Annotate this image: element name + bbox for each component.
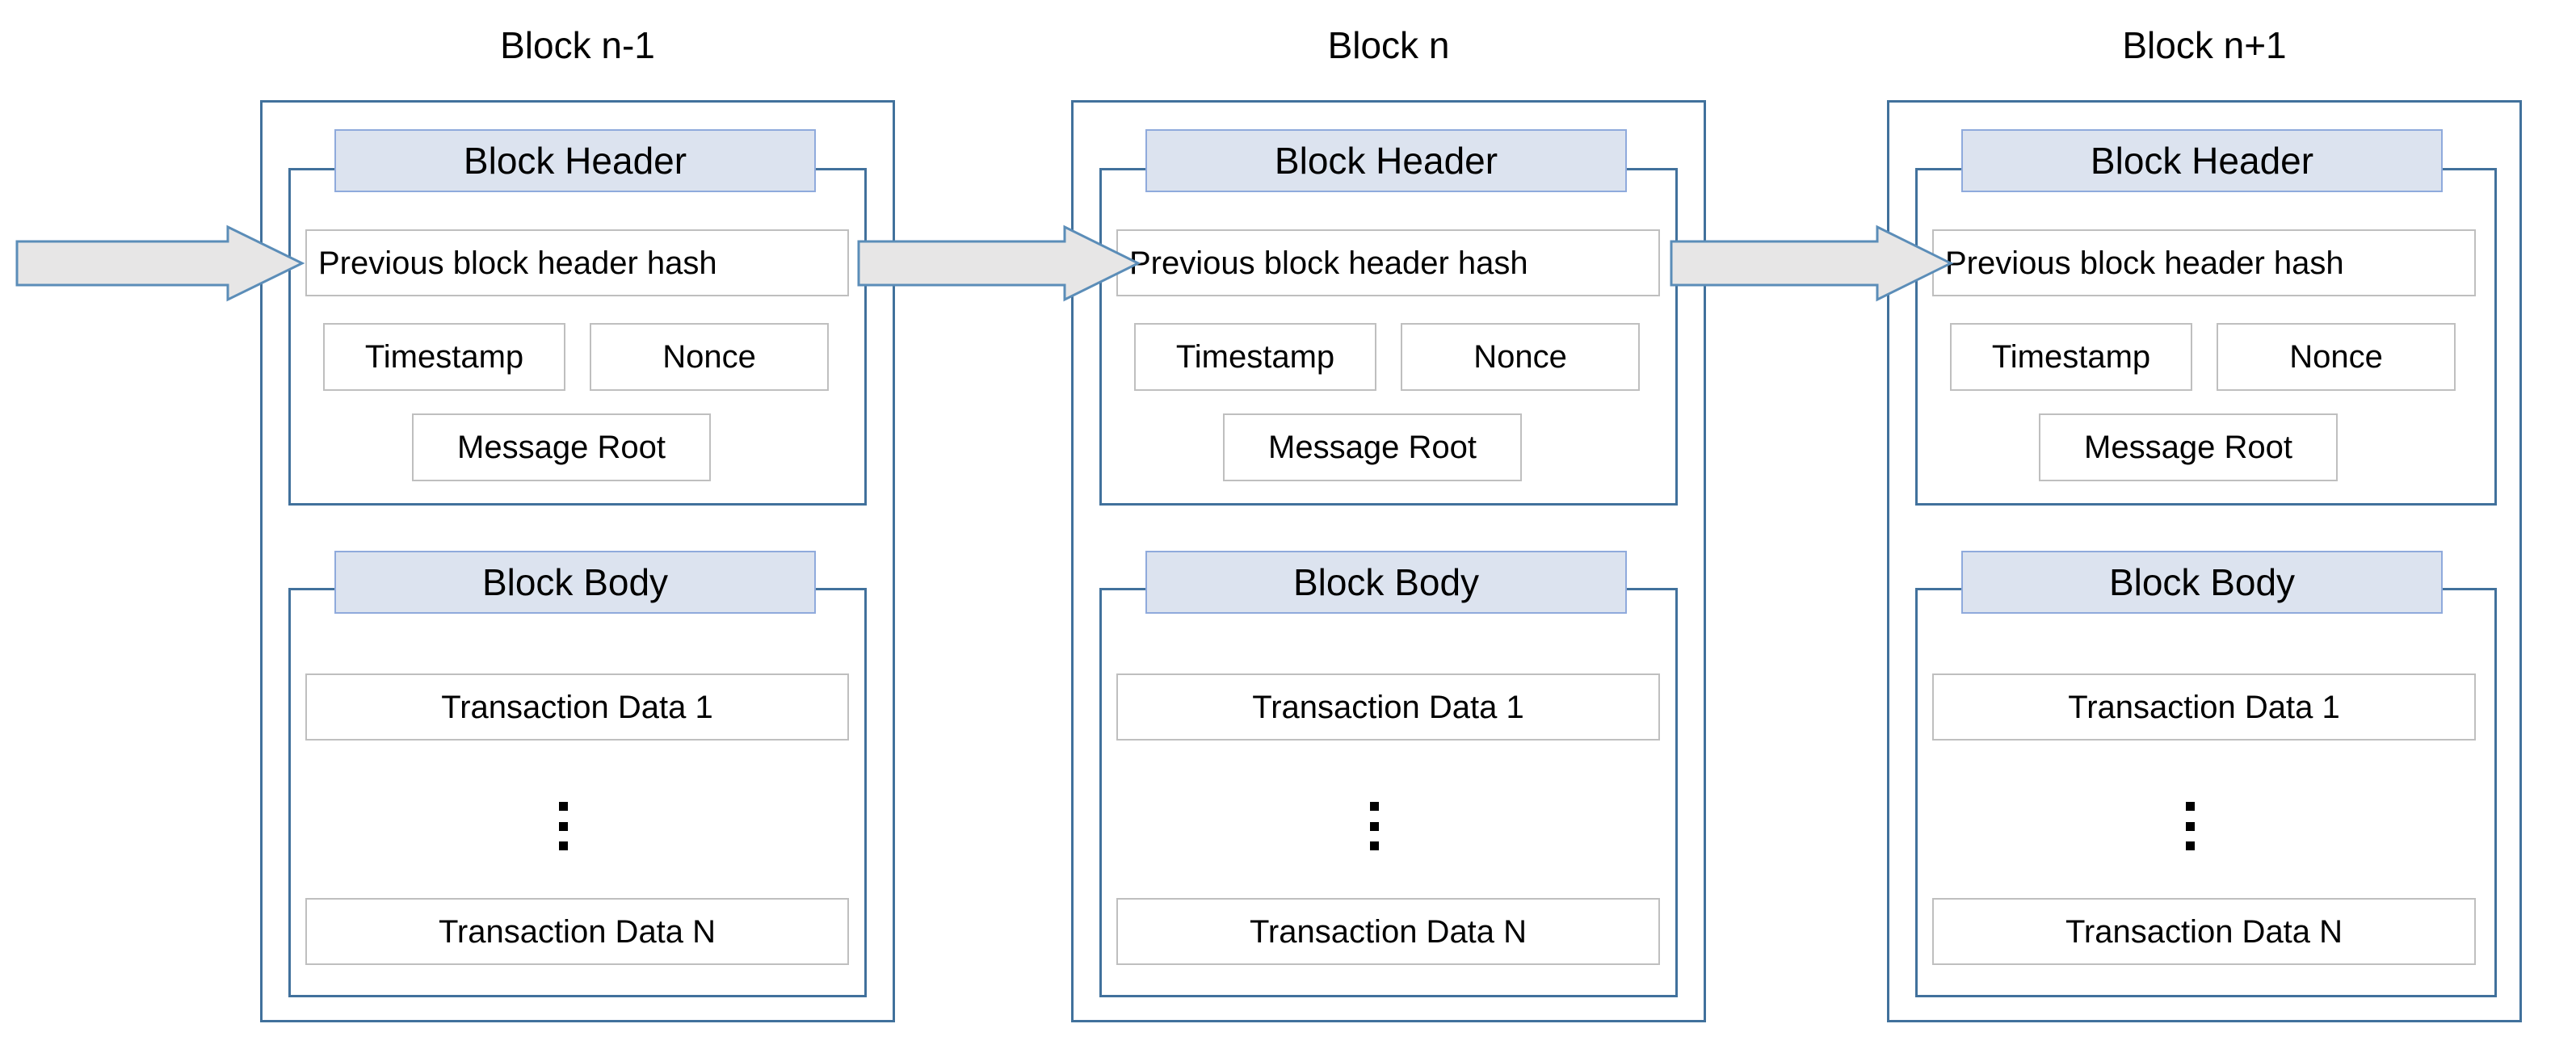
transaction-data-last-1: Transaction Data N (1116, 898, 1660, 965)
message-root-field-0: Message Root (412, 413, 711, 481)
previous-block-header-hash-field-0: Previous block header hash (305, 229, 849, 296)
message-root-field-1: Message Root (1223, 413, 1522, 481)
block-body-caption-2: Block Body (1961, 551, 2443, 614)
transaction-data-last-0: Transaction Data N (305, 898, 849, 965)
transaction-ellipsis-icon-1 (1370, 802, 1379, 850)
block-header-caption-0: Block Header (334, 129, 816, 192)
nonce-field-1: Nonce (1401, 323, 1640, 391)
block-title-1: Block n (1327, 24, 1450, 66)
nonce-field-0: Nonce (590, 323, 829, 391)
timestamp-field-0: Timestamp (323, 323, 565, 391)
block-header-caption-1: Block Header (1145, 129, 1627, 192)
timestamp-field-2: Timestamp (1950, 323, 2192, 391)
chain-arrow-incoming-icon (15, 224, 305, 302)
transaction-data-last-2: Transaction Data N (1932, 898, 2476, 965)
transaction-data-first-1: Transaction Data 1 (1116, 673, 1660, 741)
nonce-field-2: Nonce (2217, 323, 2456, 391)
block-header-caption-2: Block Header (1961, 129, 2443, 192)
block-title-2: Block n+1 (2122, 24, 2287, 66)
block-body-caption-0: Block Body (334, 551, 816, 614)
message-root-field-2: Message Root (2039, 413, 2338, 481)
transaction-ellipsis-icon-2 (2186, 802, 2195, 850)
transaction-data-first-2: Transaction Data 1 (1932, 673, 2476, 741)
chain-arrow-n-minus-1-to-n-icon (857, 224, 1141, 302)
previous-block-header-hash-field-1: Previous block header hash (1116, 229, 1660, 296)
block-body-caption-1: Block Body (1145, 551, 1627, 614)
transaction-ellipsis-icon-0 (559, 802, 568, 850)
timestamp-field-1: Timestamp (1134, 323, 1376, 391)
transaction-data-first-0: Transaction Data 1 (305, 673, 849, 741)
block-title-0: Block n-1 (500, 24, 655, 66)
previous-block-header-hash-field-2: Previous block header hash (1932, 229, 2476, 296)
chain-arrow-n-to-n-plus-1-icon (1670, 224, 1954, 302)
